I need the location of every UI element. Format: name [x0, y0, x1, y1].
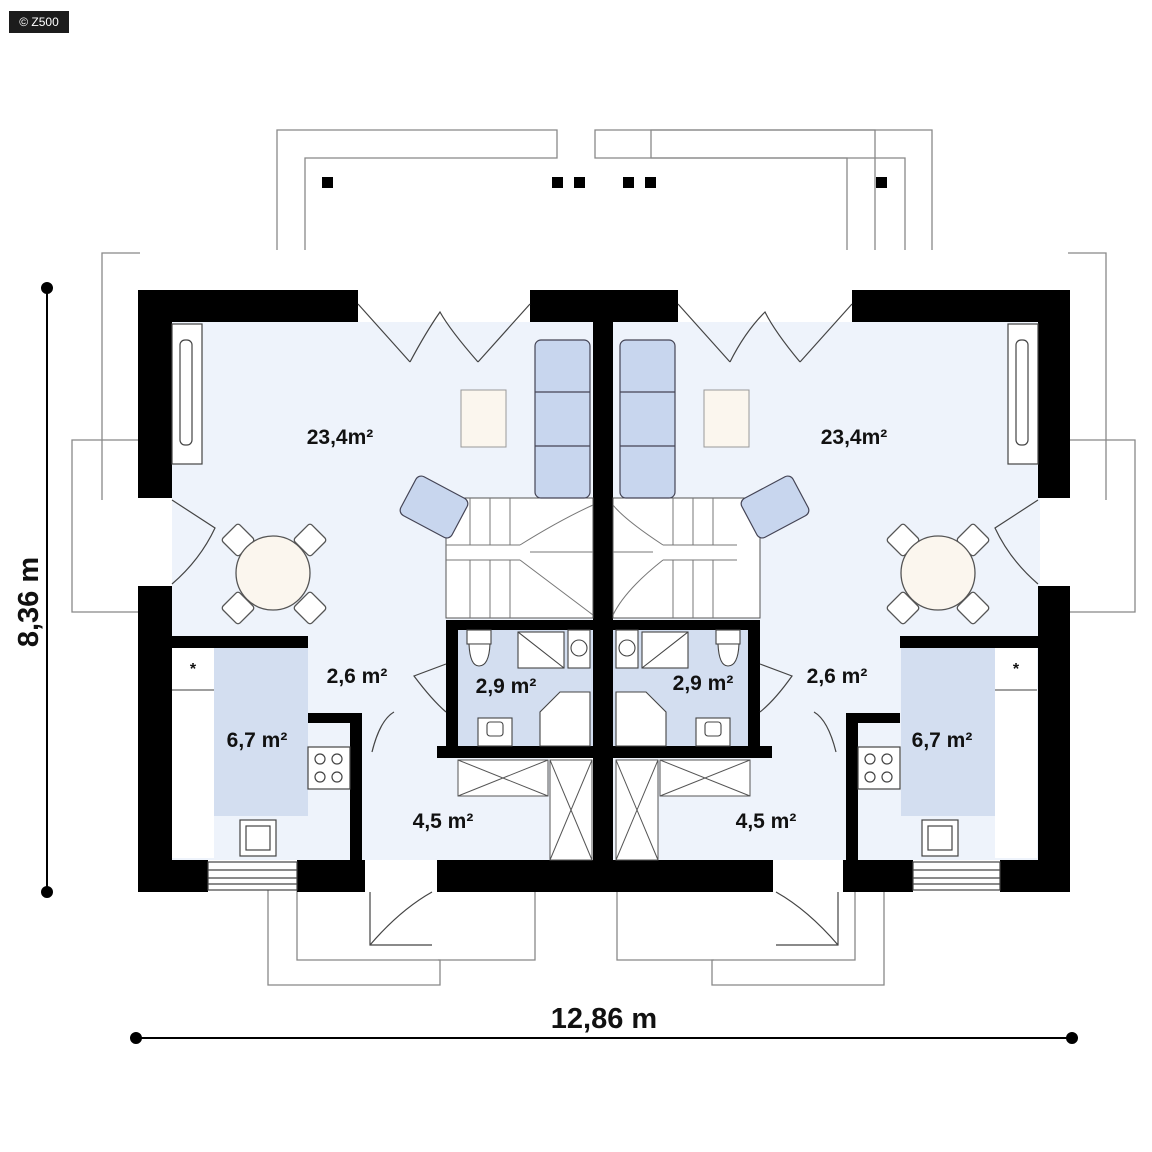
kitchen-fixtures: [172, 689, 1037, 857]
walls: [138, 290, 1070, 892]
left-hall-area-label: 2,6 m²: [327, 665, 388, 688]
right-living-area-label: 23,4m²: [821, 426, 888, 449]
bathroom-fixtures: [466, 629, 741, 747]
doors: [171, 303, 1039, 946]
right-entrance-area-label: 4,5 m²: [736, 810, 797, 833]
sofas: [534, 339, 676, 499]
right-kitchen-area-label: 6,7 m²: [912, 729, 973, 752]
coffee-tables: [460, 389, 750, 448]
left-living-area-label: 23,4m²: [307, 426, 374, 449]
watermark-badge: © Z500: [9, 11, 69, 33]
windows: [207, 861, 1001, 891]
left-kitchen-star-mark: *: [190, 661, 197, 678]
staircase: [445, 497, 761, 619]
right-kitchen-star-mark: *: [1013, 661, 1020, 678]
left-bathroom-area-label: 2,9 m²: [476, 675, 537, 698]
dimension-lines: [41, 282, 1078, 1044]
left-entrance-area-label: 4,5 m²: [413, 810, 474, 833]
terrace-outline: [71, 129, 1136, 986]
left-kitchen-area-label: 6,7 m²: [227, 729, 288, 752]
width-dimension-label: 12,86 m: [551, 1003, 657, 1035]
right-bathroom-area-label: 2,9 m²: [673, 672, 734, 695]
roof-post-markers: [322, 177, 887, 188]
right-hall-area-label: 2,6 m²: [807, 665, 868, 688]
dining-sets: [220, 522, 991, 626]
storage-units: [457, 759, 751, 861]
armchairs: [399, 475, 810, 539]
tv-units: [171, 323, 1039, 465]
depth-dimension-label: 8,36 m: [13, 557, 45, 647]
